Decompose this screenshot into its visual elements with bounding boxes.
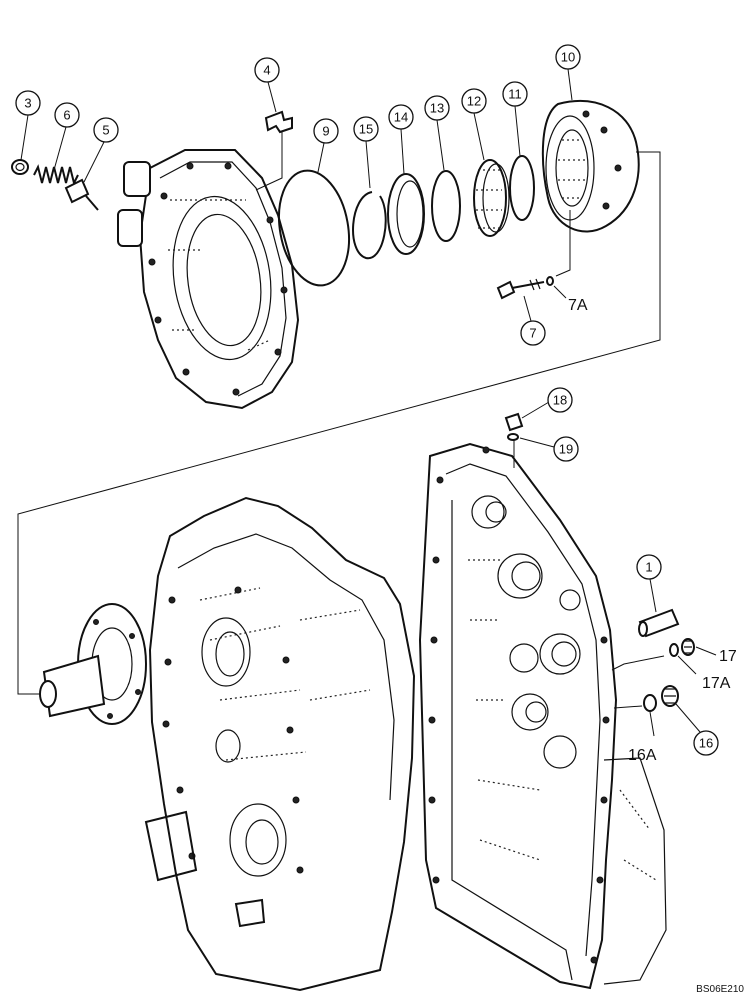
callout-16: 16 bbox=[675, 703, 719, 756]
svg-text:6: 6 bbox=[63, 108, 70, 123]
part-18-breather bbox=[504, 412, 524, 432]
svg-text:16: 16 bbox=[699, 736, 713, 751]
svg-text:10: 10 bbox=[561, 50, 575, 65]
callout-15: 15 bbox=[353, 116, 379, 189]
callout-13: 13 bbox=[424, 95, 450, 171]
svg-text:17A: 17A bbox=[702, 675, 731, 692]
callout-1: 1 bbox=[636, 554, 662, 613]
callout-6: 6 bbox=[53, 102, 80, 171]
part-17a-o-ring bbox=[669, 643, 679, 657]
callout-4: 4 bbox=[254, 57, 280, 113]
pump-drive-gear bbox=[39, 603, 147, 725]
callout-3: 3 bbox=[15, 90, 41, 161]
svg-text:9: 9 bbox=[322, 124, 329, 139]
svg-text:11: 11 bbox=[508, 87, 522, 102]
svg-text:19: 19 bbox=[559, 442, 573, 457]
callout-18: 18 bbox=[521, 387, 573, 419]
callout-17a: 17A bbox=[677, 655, 731, 692]
figure-reference: BS06E210 bbox=[696, 984, 744, 995]
svg-text:15: 15 bbox=[359, 122, 373, 137]
callout-11: 11 bbox=[502, 81, 528, 157]
part-15-snap-ring bbox=[352, 191, 387, 260]
svg-text:5: 5 bbox=[102, 123, 109, 138]
part-14-bearing-cup bbox=[387, 173, 425, 255]
part-5-valve bbox=[64, 178, 99, 211]
callout-12: 12 bbox=[461, 88, 487, 161]
callout-7: 7 bbox=[520, 295, 546, 346]
svg-text:18: 18 bbox=[553, 393, 567, 408]
front-cover-housing bbox=[117, 149, 300, 410]
svg-text:14: 14 bbox=[394, 110, 408, 125]
part-6-spring bbox=[33, 164, 79, 186]
part-7-bolt bbox=[496, 278, 545, 300]
rear-housing-outline bbox=[603, 757, 667, 985]
svg-text:12: 12 bbox=[467, 94, 481, 109]
part-13-ring bbox=[431, 170, 461, 242]
svg-text:7A: 7A bbox=[568, 297, 588, 314]
callout-9: 9 bbox=[313, 118, 339, 173]
part-10-pump-assembly bbox=[541, 100, 640, 233]
part-9-o-ring bbox=[278, 169, 350, 287]
callout-7a: 7A bbox=[553, 285, 588, 314]
part-16-plug bbox=[661, 685, 679, 707]
svg-text:7: 7 bbox=[529, 326, 536, 341]
svg-text:16A: 16A bbox=[628, 747, 657, 764]
svg-text:17: 17 bbox=[719, 648, 737, 665]
part-11-ring bbox=[509, 155, 535, 221]
part-3-plug bbox=[11, 159, 29, 175]
part-12-bearing-cone bbox=[473, 159, 510, 237]
svg-text:1: 1 bbox=[645, 560, 652, 575]
part-1-sleeve bbox=[638, 608, 680, 638]
callout-16a: 16A bbox=[628, 711, 657, 764]
part-17-plug bbox=[681, 638, 695, 656]
svg-text:13: 13 bbox=[430, 101, 444, 116]
gear-case-housing bbox=[144, 496, 416, 992]
part-19-washer bbox=[507, 433, 519, 441]
svg-text:4: 4 bbox=[263, 63, 270, 78]
part-4-clip bbox=[264, 110, 293, 134]
svg-text:3: 3 bbox=[24, 96, 31, 111]
rear-cover-plate bbox=[418, 442, 618, 990]
callout-14: 14 bbox=[388, 104, 414, 175]
part-16a-o-ring bbox=[643, 694, 657, 712]
part-7a-washer bbox=[546, 276, 554, 286]
callout-5: 5 bbox=[83, 117, 119, 183]
callout-17: 17 bbox=[695, 646, 737, 665]
callout-10: 10 bbox=[555, 44, 581, 101]
callout-19: 19 bbox=[519, 436, 579, 462]
assembly-reference-line bbox=[17, 151, 661, 695]
